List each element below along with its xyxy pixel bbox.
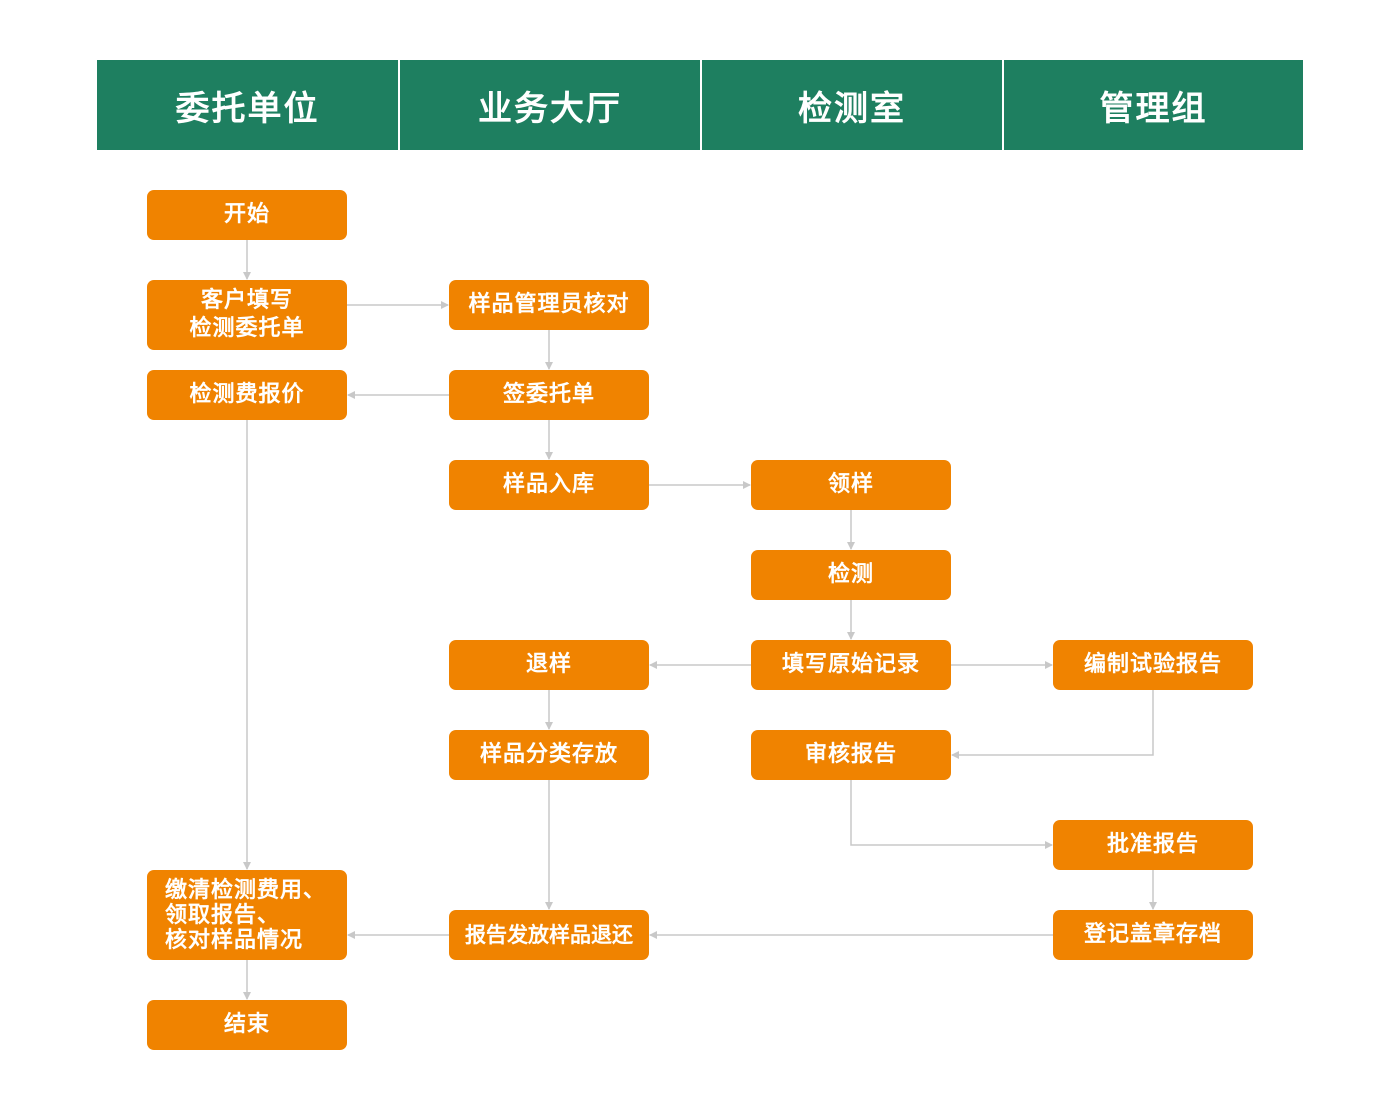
node-storage: 样品入库 xyxy=(449,460,649,510)
node-start: 开始 xyxy=(147,190,347,240)
node-test: 检测 xyxy=(751,550,951,600)
swimlane-header: 委托单位 业务大厅 检测室 管理组 xyxy=(97,60,1303,150)
node-quote: 检测费报价 xyxy=(147,370,347,420)
arrow-compile-to-review xyxy=(951,690,1154,759)
node-release: 报告发放样品退还 xyxy=(449,910,649,960)
lane-header-client: 委托单位 xyxy=(97,60,398,150)
node-review: 审核报告 xyxy=(751,730,951,780)
node-sample-verify: 样品管理员核对 xyxy=(449,280,649,330)
lane-header-business-hall: 业务大厅 xyxy=(398,60,700,150)
node-settle: 缴清检测费用、 领取报告、 核对样品情况 xyxy=(147,870,347,960)
node-classify: 样品分类存放 xyxy=(449,730,649,780)
node-sign: 签委托单 xyxy=(449,370,649,420)
node-compile: 编制试验报告 xyxy=(1053,640,1253,690)
lane-header-management: 管理组 xyxy=(1002,60,1303,150)
lane-header-testing-room: 检测室 xyxy=(700,60,1002,150)
node-receive: 领样 xyxy=(751,460,951,510)
node-return-sample: 退样 xyxy=(449,640,649,690)
node-archive: 登记盖章存档 xyxy=(1053,910,1253,960)
arrow-review-to-approve xyxy=(850,780,1053,849)
node-end: 结束 xyxy=(147,1000,347,1050)
node-fill-form: 客户填写 检测委托单 xyxy=(147,280,347,350)
node-record: 填写原始记录 xyxy=(751,640,951,690)
node-approve: 批准报告 xyxy=(1053,820,1253,870)
